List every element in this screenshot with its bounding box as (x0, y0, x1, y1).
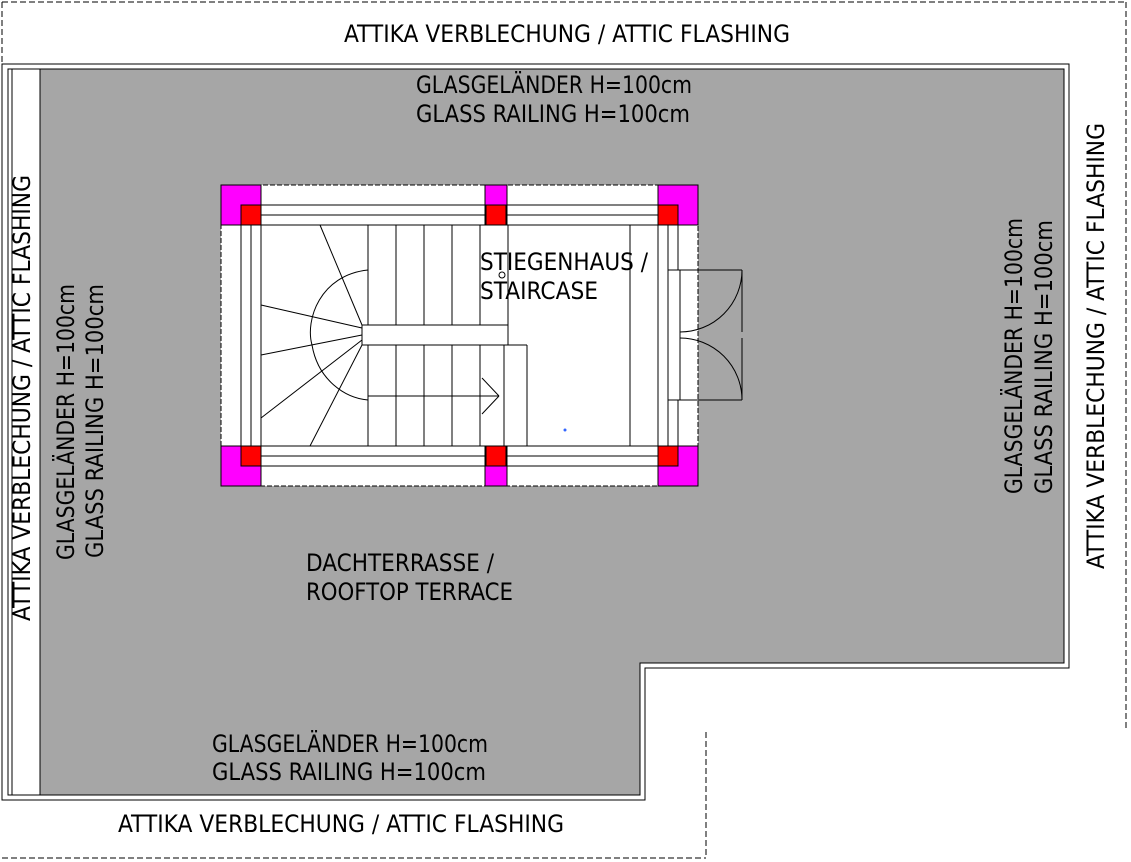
glass-railing-top-en: GLASS RAILING H=100cm (416, 100, 690, 128)
terrace-label-line1: DACHTERRASSE / (306, 549, 495, 577)
column-red (657, 204, 679, 226)
reference-dot (563, 428, 567, 432)
column-red (240, 204, 262, 226)
column-red (485, 204, 507, 226)
stair-landing (361, 324, 509, 346)
staircase-block (220, 184, 743, 487)
stair-start-marker (498, 271, 506, 279)
double-door (667, 269, 743, 401)
stair-winder (260, 224, 369, 447)
attic-flashing-bottom-label: ATTIKA VERBLECHUNG / ATTIC FLASHING (118, 810, 564, 838)
glass-railing-left-en: GLASS RAILING H=100cm (81, 284, 109, 558)
attic-flashing-right-label: ATTIKA VERBLECHUNG / ATTIC FLASHING (1082, 123, 1110, 569)
column-red (485, 445, 507, 467)
attic-dashed-edge-bottom (2, 732, 707, 859)
column-red (240, 445, 262, 467)
attic-flashing-left-label: ATTIKA VERBLECHUNG / ATTIC FLASHING (8, 175, 36, 621)
glass-railing-right-de: GLASGELÄNDER H=100cm (999, 218, 1028, 494)
glass-railing-bottom-en: GLASS RAILING H=100cm (212, 758, 486, 786)
attic-dashed-edge-top (1, 1, 1126, 64)
glass-railing-bottom-de: GLASGELÄNDER H=100cm (212, 729, 488, 758)
column-red (657, 445, 679, 467)
staircase-label-line1: STIEGENHAUS / (480, 248, 649, 276)
glass-railing-left-strip (7, 68, 41, 796)
stair-direction-arrow (368, 377, 500, 415)
terrace-label-line2: ROOFTOP TERRACE (306, 578, 513, 606)
glass-railing-left-de: GLASGELÄNDER H=100cm (51, 284, 80, 560)
glass-railing-top-de: GLASGELÄNDER H=100cm (416, 70, 692, 99)
attic-flashing-top-label: ATTIKA VERBLECHUNG / ATTIC FLASHING (344, 20, 790, 48)
glass-railing-right-en: GLASS RAILING H=100cm (1030, 220, 1058, 494)
attic-flashing-outline (1, 63, 1070, 801)
staircase-label-line2: STAIRCASE (480, 277, 598, 305)
